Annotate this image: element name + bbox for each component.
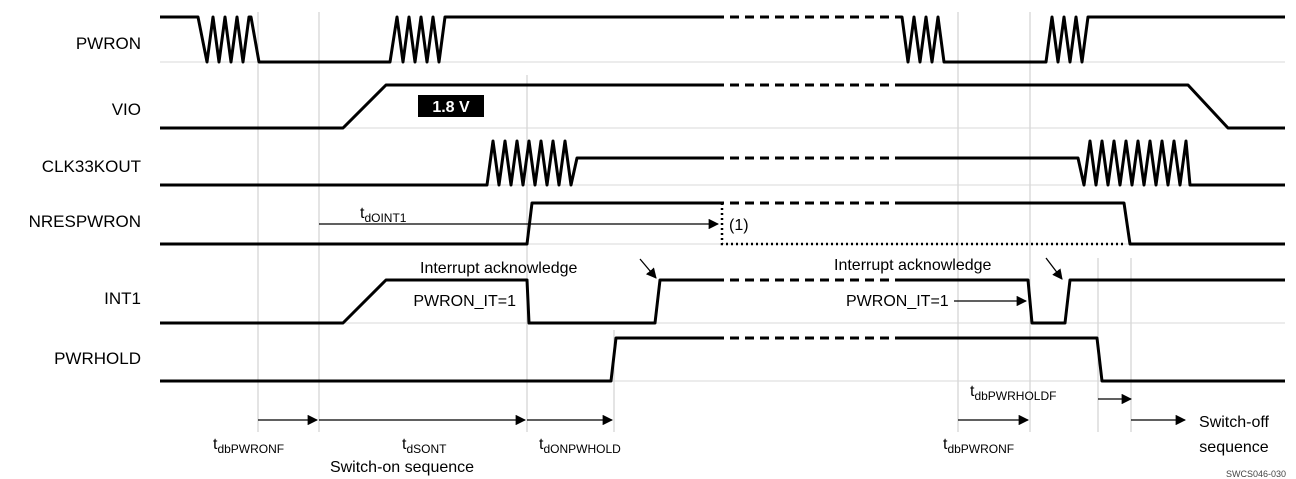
signal-label-vio: VIO: [112, 100, 141, 119]
timing-guides: [257, 12, 1132, 432]
vio-level-badge-bg: [418, 95, 484, 117]
signal-baselines: [160, 61, 1285, 382]
signal-label-int1: INT1: [104, 289, 141, 308]
waveform-annotations: tdOINT1 (1) Interrupt acknowledge PWRON_…: [319, 205, 1133, 405]
nrespwron-dotted-low: [720, 203, 1124, 246]
tdsont-label: tdSONT: [402, 436, 447, 456]
waveform-int1: [160, 278, 1285, 325]
waveform-clk33kout: [160, 139, 1285, 187]
pwron-it-label-1: PWRON_IT=1: [413, 293, 516, 310]
waveform-segment: [900, 278, 1285, 325]
switch-on-sequence-label: Switch-on sequence: [330, 459, 474, 476]
pwron-it-label-2: PWRON_IT=1: [846, 293, 949, 310]
waveform-segment: [898, 15, 1285, 64]
waveform-vio: 1.8 V: [160, 83, 1285, 130]
interrupt-ack-label-2: Interrupt acknowledge: [834, 257, 992, 274]
interrupt-ack-label-1: Interrupt acknowledge: [420, 260, 578, 277]
waveform-segment: [160, 336, 715, 383]
waveform-pwron: [160, 15, 1285, 64]
tdbpwrholdf-label: tdbPWRHOLDF: [970, 383, 1056, 403]
signal-label-clk33kout: CLK33KOUT: [42, 157, 141, 176]
waveform-segment: [900, 139, 1285, 187]
interrupt-ack-arrow-1: [639, 258, 657, 279]
signal-label-pwron: PWRON: [76, 34, 141, 53]
waveform-segment: [900, 83, 1285, 130]
tdonpwhold-label: tdONPWHOLD: [539, 436, 621, 456]
vio-level-badge: 1.8 V: [432, 99, 470, 116]
waveform-segment: [900, 336, 1285, 383]
timing-labels: tdbPWRONF tdSONT tdONPWHOLD tdbPWRONF Sw…: [213, 414, 1286, 479]
interrupt-ack-arrow-2: [1045, 257, 1063, 280]
waveform-segment: [160, 83, 715, 130]
tdbpwronf-label-2: tdbPWRONF: [943, 436, 1014, 456]
waveform-segment: [160, 139, 715, 187]
tdbpwronf-label-1: tdbPWRONF: [213, 436, 284, 456]
note-1-label: (1): [729, 217, 749, 234]
switch-off-label-line2: sequence: [1199, 439, 1268, 456]
tdoint1-label: tdOINT1: [360, 205, 407, 225]
waveform-nrespwron: [160, 201, 1285, 246]
switch-off-label-line1: Switch-off: [1199, 414, 1270, 431]
waveform-segment: [160, 15, 715, 64]
signal-label-nrespwron: NRESPWRON: [29, 212, 141, 231]
figure-id-label: SWCS046-030: [1226, 469, 1286, 479]
waveform-segment: [160, 278, 715, 325]
waveform-pwrhold: [160, 336, 1285, 383]
signal-label-pwrhold: PWRHOLD: [54, 349, 141, 368]
waveform-segment: [900, 201, 1285, 246]
